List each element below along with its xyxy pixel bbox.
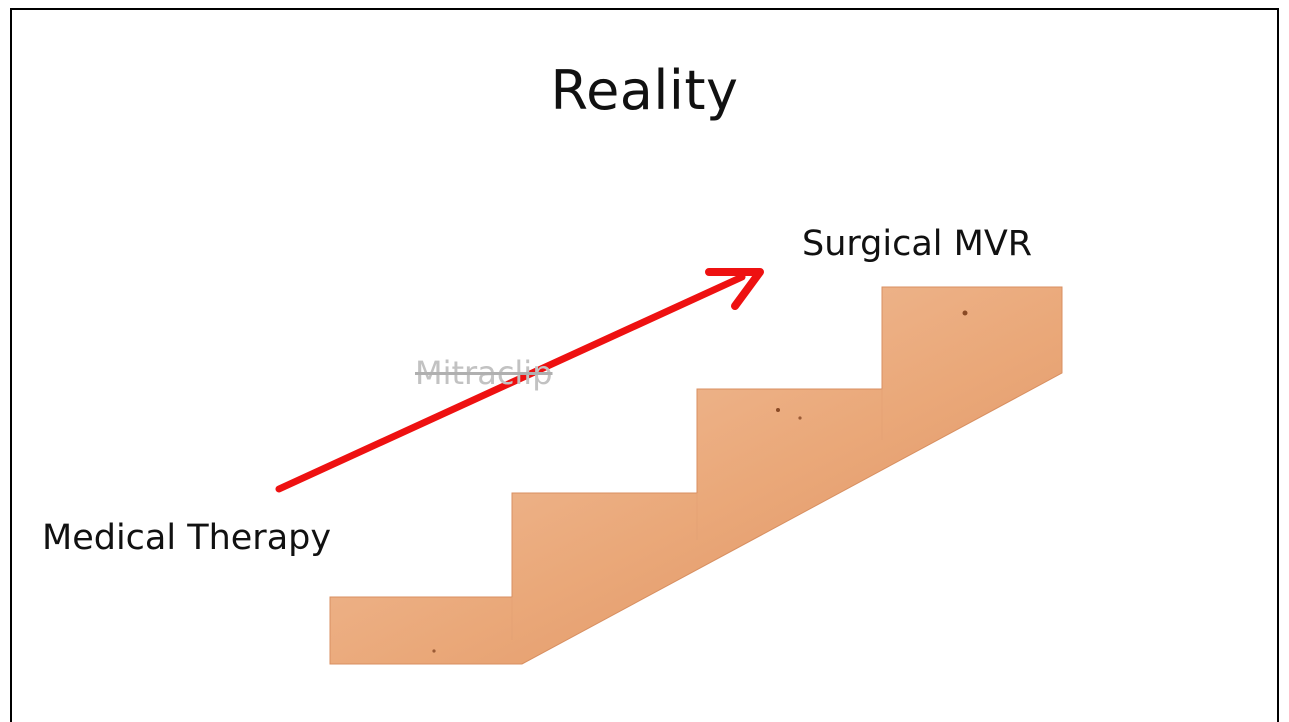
surgical-mvr-label: Surgical MVR bbox=[802, 222, 1032, 266]
mitraclip-label: Mitraclip bbox=[415, 353, 553, 393]
slide-title: Reality bbox=[0, 56, 1289, 126]
staircase-icon bbox=[330, 287, 1062, 664]
medical-therapy-label: Medical Therapy bbox=[42, 516, 331, 560]
